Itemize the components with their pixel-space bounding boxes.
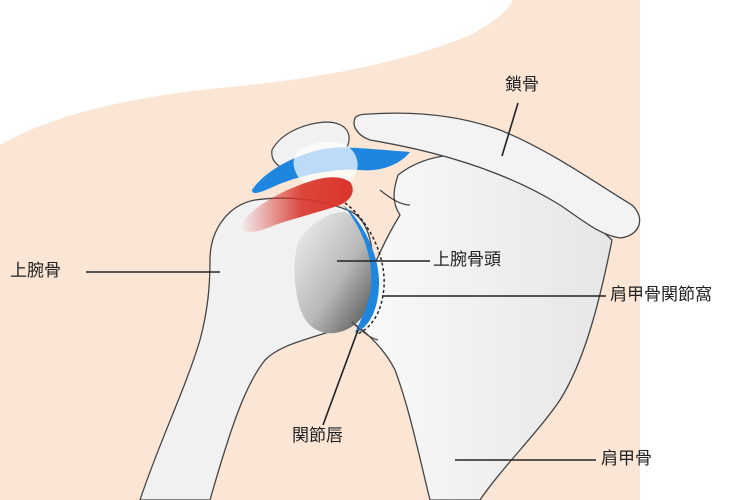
label-clavicle: 鎖骨 [505,75,539,95]
label-glenoid: 肩甲骨関節窩 [610,285,712,305]
background-right [640,0,750,500]
label-humeral-head: 上腕骨頭 [433,250,501,270]
scapula-shape [351,153,613,500]
label-scapula: 肩甲骨 [601,449,652,469]
leader-labrum [322,329,359,426]
label-labrum: 関節唇 [292,426,343,446]
glenoid-cartilage [343,205,380,333]
label-humerus: 上腕骨 [10,261,61,281]
red-muscle [240,177,353,232]
clavicle-shape [353,112,641,239]
scapula-neck-detail [351,189,411,341]
humeral-head-shape [294,212,375,334]
tendon-overlay [293,141,358,190]
labrum-outline [344,202,385,335]
leader-clavicle [501,102,519,157]
